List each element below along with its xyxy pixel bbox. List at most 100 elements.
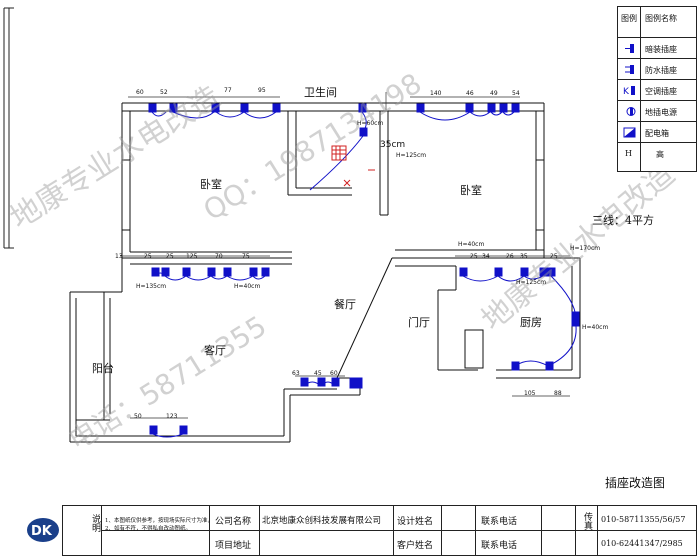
room-label-balcony: 阳台 (92, 362, 114, 375)
dim-label: 25 (166, 253, 174, 260)
socket (545, 361, 554, 371)
legend-item-label: 暗装插座 (645, 45, 677, 54)
sockets (148, 103, 580, 435)
dim-label: 63 (292, 370, 300, 377)
dim-label: 25 (144, 253, 152, 260)
socket (494, 267, 503, 277)
phone-label: 联系电话 (481, 541, 518, 551)
socket (211, 103, 220, 113)
phone-label: 联系电话 (481, 517, 518, 527)
company-logo: DK (26, 512, 60, 548)
legend-item-label: 配电箱 (645, 129, 669, 138)
socket (272, 103, 281, 113)
height-note: H=135cm (136, 283, 167, 290)
distribution-box-icon (623, 127, 636, 138)
distribution-box (349, 377, 363, 389)
socket (207, 267, 216, 277)
dim-label: 70 (215, 253, 223, 260)
dim-label: 13 (115, 253, 123, 260)
height-note: H=170cm (570, 245, 601, 252)
socket (416, 103, 425, 113)
socket (499, 103, 508, 113)
dim-label: 45 (314, 370, 322, 377)
socket (240, 103, 249, 113)
dim-label: 50 (134, 413, 142, 420)
svg-text:K: K (623, 87, 630, 97)
phone-number: 010-62441347/2985 (601, 539, 683, 548)
dim-label: 35 (520, 253, 528, 260)
socket (261, 267, 270, 277)
room-label-bedroom-left: 卧室 (200, 178, 222, 191)
socket (539, 267, 548, 277)
socket (331, 377, 340, 387)
company-name: 北京地康众创科技发展有限公司 (262, 516, 382, 526)
dim-label: 34 (482, 253, 490, 260)
dimension-lines (120, 92, 570, 419)
phone-number: 010-58711355/56/57 (601, 515, 686, 524)
socket (151, 267, 160, 277)
dim-label: 88 (554, 390, 562, 397)
dim-label: 125 (186, 253, 198, 260)
dim-label: 105 (524, 390, 536, 397)
dim-label: 49 (490, 90, 498, 97)
legend-item-label: 地插电源 (645, 108, 677, 117)
height-note: H=40cm (234, 283, 261, 290)
dim-label: 26 (506, 253, 514, 260)
socket (169, 103, 178, 113)
sheet-border (3, 7, 14, 249)
note-line: 2、如有不符，不得私自改动图纸。 (105, 526, 192, 532)
dim-label: 25 (550, 253, 558, 260)
dim-label: 52 (160, 89, 168, 96)
floor-socket-icon (626, 107, 636, 116)
socket (459, 267, 468, 277)
legend-item-label: 防水插座 (645, 66, 677, 75)
wires (151, 111, 577, 438)
dim-label: 140 (430, 90, 442, 97)
title-block: 说明 1、本图纸仅供参考，按现场实际尺寸为准， 2、如有不符，不得私自改动图纸。… (62, 505, 697, 556)
height-note: 35cm (380, 140, 406, 150)
room-label-door: 门厅 (408, 316, 430, 329)
socket (300, 377, 309, 387)
height-note: H=125cm (516, 279, 547, 286)
socket (358, 103, 367, 113)
height-note: H=60cm (357, 120, 384, 127)
socket (487, 103, 496, 113)
dim-label: 25 (470, 253, 478, 260)
room-label-bathroom: 卫生间 (304, 86, 337, 99)
walls (69, 102, 581, 443)
legend: 图例 图例名称 暗装插座 防水插座 K 空调插座 地插电源 配电箱 H 高 (617, 6, 697, 172)
height-icon: H (625, 149, 632, 158)
dim-label: 123 (166, 413, 178, 420)
wire-note: 三线：4平方 (592, 214, 654, 227)
customer-label: 客户姓名 (397, 541, 434, 551)
socket (161, 267, 170, 277)
room-label-kitchen: 厨房 (520, 316, 542, 329)
wall-socket-icon (625, 44, 634, 53)
socket (547, 267, 556, 277)
notes-label: 说明 (90, 514, 100, 532)
room-label-living: 客厅 (204, 344, 226, 357)
room-label-bedroom-right: 卧室 (460, 184, 482, 197)
fax-label: 传真 (582, 512, 592, 530)
legend-item-label: 空调插座 (645, 87, 677, 96)
legend-header-name: 图例名称 (645, 14, 677, 23)
socket (149, 425, 158, 435)
socket (148, 103, 157, 113)
legend-header-icon: 图例 (621, 14, 637, 23)
dim-label: 54 (512, 90, 520, 97)
socket (179, 425, 188, 435)
logo-text: DK (31, 524, 53, 539)
dim-label: 95 (258, 87, 266, 94)
company-label: 公司名称 (215, 517, 252, 527)
dim-label: 60 (136, 89, 144, 96)
legend-item-label: 高 (656, 150, 664, 159)
socket (465, 103, 474, 113)
designer-label: 设计姓名 (397, 517, 434, 527)
dim-label: 77 (224, 87, 232, 94)
dim-label: 60 (330, 370, 338, 377)
socket (511, 103, 520, 113)
bath-fixtures (331, 145, 375, 187)
height-note: H=40cm (458, 241, 485, 248)
dim-label: 75 (242, 253, 250, 260)
